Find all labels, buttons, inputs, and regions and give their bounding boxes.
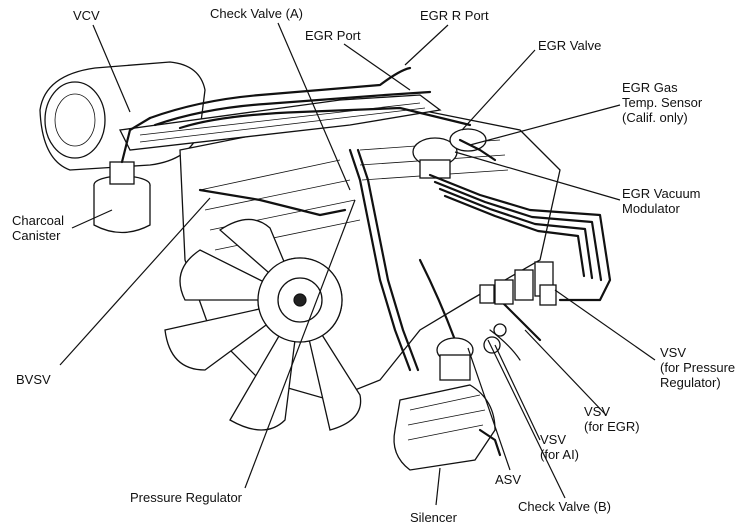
label-check-valve-a: Check Valve (A) [210, 6, 303, 21]
silencer-icon [393, 337, 502, 471]
label-egr-port: EGR Port [305, 28, 361, 43]
label-vsv-egr: VSV (for EGR) [584, 404, 640, 434]
label-egr-vacuum-modulator: EGR Vacuum Modulator [622, 186, 701, 216]
charcoal-canister-icon [93, 116, 152, 234]
label-pressure-regulator: Pressure Regulator [130, 490, 242, 505]
label-silencer: Silencer [410, 510, 457, 525]
label-vsv-ai: VSV (for AI) [540, 432, 580, 462]
label-charcoal-canister: Charcoal Canister [12, 213, 65, 243]
vsv-bank-icon [479, 261, 557, 354]
label-vcv: VCV [73, 8, 100, 23]
label-vsv-pressure-regulator: VSV (for Pressure Regulator) [660, 345, 736, 390]
vacuum-hoses [148, 66, 612, 372]
label-bvsv: BVSV [16, 372, 51, 387]
label-egr-valve: EGR Valve [538, 38, 602, 53]
label-asv: ASV [495, 472, 522, 487]
label-check-valve-b: Check Valve (B) [518, 499, 611, 514]
label-egr-gas-temp-sensor: EGR Gas Temp. Sensor (Calif. only) [622, 80, 703, 125]
cooling-fan-icon [164, 218, 362, 431]
label-egr-r-port: EGR R Port [420, 8, 489, 23]
leader-lines [59, 22, 656, 506]
